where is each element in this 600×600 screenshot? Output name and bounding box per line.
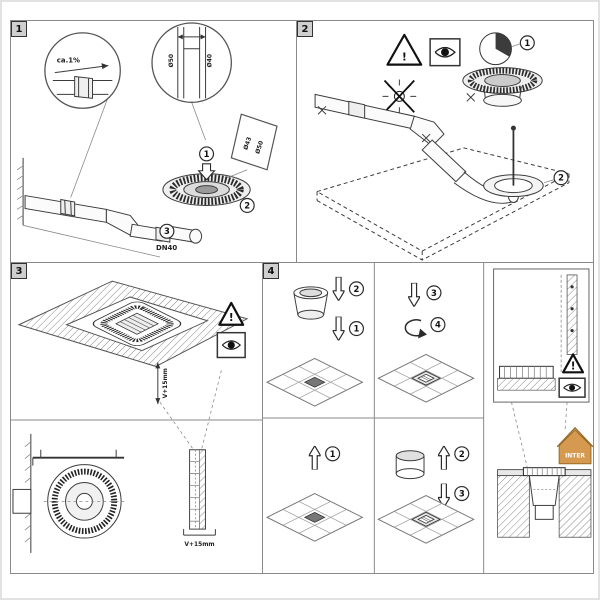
panel-2: 2 ! (296, 20, 594, 263)
svg-text:3: 3 (459, 488, 465, 498)
svg-text:3: 3 (431, 288, 437, 298)
step-a-bottom-marker: 1 (348, 321, 365, 337)
height-label-bottom: V+15mm (184, 541, 214, 548)
size-tag-detail: Ø43 Ø50 (227, 113, 278, 179)
step-1-marker: 1 (519, 35, 535, 51)
panel-2-badge: 2 (297, 21, 313, 37)
panel-4-badge: 4 (263, 263, 279, 279)
leader-line (511, 402, 528, 468)
height-dimension: V+15mm (155, 362, 169, 405)
slab-drain (483, 125, 544, 198)
panel-4-illustration: 2 1 3 4 1 (263, 263, 593, 573)
step-2-marker: 2 (553, 170, 569, 186)
panel-1-illustration: ca.1% Ø50 Ø40 Ø43 Ø50 (16, 22, 278, 258)
warning-icon: ! (386, 33, 423, 66)
tile-floor-open (266, 493, 363, 542)
dia50b-label: Ø50 (254, 140, 265, 155)
diameter-detail-circle: Ø50 Ø40 (151, 22, 232, 141)
wall-section-detail: ! (493, 268, 590, 403)
step-1-marker: 1 (199, 146, 215, 162)
drain-iso (92, 301, 182, 346)
svg-text:2: 2 (244, 200, 250, 210)
wall-edge (16, 157, 161, 258)
tile-floor-open (266, 357, 363, 407)
svg-text:!: ! (402, 51, 407, 64)
pipe-size-label: DN40 (156, 244, 177, 252)
cut-mark-icon (317, 105, 327, 115)
step-d-up-marker: 2 (454, 446, 470, 462)
panel-1-badge: 1 (11, 21, 27, 37)
step-a-part (293, 286, 329, 320)
membrane-detail: V+15mm (159, 370, 222, 548)
rotate-icon (404, 319, 428, 339)
svg-text:2: 2 (558, 173, 564, 183)
panel-3: 3 (10, 262, 263, 574)
floor-drain (162, 173, 251, 206)
brand-label: INTER (565, 453, 585, 460)
waste-pipe (24, 194, 203, 244)
svg-text:1: 1 (204, 149, 210, 159)
svg-text:!: ! (571, 359, 576, 372)
step-3-marker: 3 (159, 223, 175, 239)
cut-mark-icon (466, 93, 476, 102)
svg-text:2: 2 (354, 284, 360, 294)
no-heat-icon (382, 79, 417, 114)
arrow-down-icon (332, 276, 345, 301)
step-b-turn-marker: 4 (430, 317, 446, 333)
floor-slab (315, 147, 571, 261)
height-label-top: V+15mm (162, 368, 169, 398)
step-a-top-marker: 2 (348, 281, 365, 297)
svg-text:1: 1 (354, 324, 360, 334)
arrow-down-icon (332, 316, 345, 341)
waste-pipe (314, 93, 519, 204)
warning-icon: ! (218, 301, 245, 326)
warning-icon: ! (562, 353, 585, 374)
arrow-up-icon (437, 445, 450, 470)
trap-ball-drain (462, 32, 543, 107)
ground-section (497, 467, 592, 538)
visual-check-icon (558, 377, 586, 398)
svg-text:1: 1 (330, 449, 336, 459)
svg-text:4: 4 (435, 320, 441, 330)
panel-3-illustration: ! V+15mm (11, 280, 262, 553)
cut-mark-icon (421, 133, 431, 143)
svg-text:1: 1 (524, 38, 530, 48)
step-c-marker: 1 (325, 446, 341, 462)
step-1-arrow-down-icon (197, 163, 216, 181)
panel-2-illustration: ! (314, 32, 571, 261)
tile-floor-drain (377, 495, 475, 544)
dia40-label: Ø40 (207, 54, 214, 67)
svg-text:3: 3 (164, 226, 170, 236)
svg-text:2: 2 (459, 449, 465, 459)
drain-body-side (12, 464, 126, 539)
panel-1: 1 (10, 20, 297, 263)
slope-detail-circle: ca.1% (44, 32, 121, 198)
dia43-label: Ø43 (242, 136, 253, 151)
brand-house: INTER (556, 426, 593, 465)
step-d-part (395, 450, 425, 480)
tile-floor-drain (377, 353, 475, 403)
leader-line (564, 402, 568, 430)
step-2-marker: 2 (239, 197, 255, 214)
dia50-label: Ø50 (168, 54, 175, 67)
panel4-grid (263, 263, 485, 573)
step-d-down-marker: 3 (454, 485, 470, 502)
slope-label: ca.1% (57, 57, 80, 65)
svg-text:!: ! (229, 311, 234, 324)
visual-check-icon (429, 38, 461, 67)
arrow-up-icon (308, 445, 321, 470)
clamp-bracket (32, 449, 125, 466)
step-b-top-marker: 3 (426, 285, 442, 301)
panel-3-badge: 3 (11, 263, 27, 279)
panel-4: 4 (262, 262, 594, 574)
arrow-down-icon (408, 282, 421, 307)
visual-check-icon (216, 331, 246, 359)
